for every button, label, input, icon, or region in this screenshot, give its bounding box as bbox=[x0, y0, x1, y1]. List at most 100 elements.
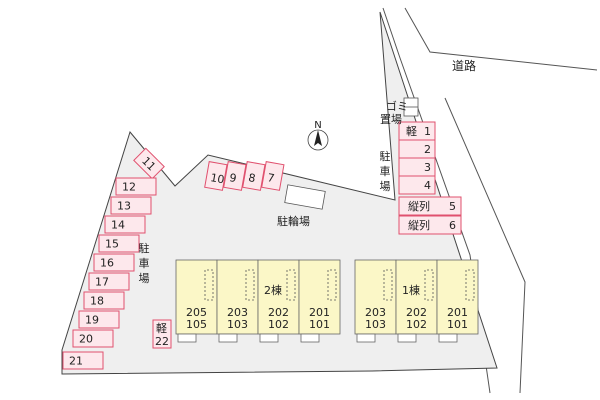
room-number-lower: 101 bbox=[447, 318, 468, 331]
unit-porch bbox=[259, 333, 279, 343]
building-name: 1棟 bbox=[402, 283, 420, 297]
unit-stair bbox=[204, 269, 214, 301]
parking-slot-number: 9 bbox=[228, 171, 237, 185]
parking-left-text: 駐車場 bbox=[139, 241, 150, 285]
parking-slot-16-box bbox=[93, 253, 135, 272]
compass-north-label: N bbox=[314, 120, 321, 131]
garbage-label-line2: 置場 bbox=[380, 113, 402, 126]
parking-slot-15-number: 15 bbox=[105, 238, 119, 251]
parking-right-text-char: 車 bbox=[380, 164, 391, 178]
unit-body bbox=[257, 259, 300, 335]
parking-slot-box bbox=[223, 161, 247, 191]
parking-slot-19-box bbox=[78, 310, 120, 329]
parking-slot-13-number: 13 bbox=[117, 200, 131, 213]
parking-slot-12: 12 bbox=[115, 177, 157, 196]
unit-porch bbox=[300, 333, 320, 343]
parking-right-text-char: 駐 bbox=[380, 149, 391, 163]
parking-slot-8: 8 bbox=[242, 161, 266, 191]
parking-slot-number: 7 bbox=[266, 171, 275, 185]
room-number-lower: 102 bbox=[268, 318, 289, 331]
unit-porch bbox=[438, 333, 458, 343]
room-number-lower: 102 bbox=[406, 318, 427, 331]
parking-slot-box bbox=[398, 175, 436, 195]
room-number-lower: 105 bbox=[186, 318, 207, 331]
parking-slot-number: 22 bbox=[155, 335, 169, 348]
bicycle-parking-label: 駐輪場 bbox=[277, 214, 310, 228]
room-number-lower: 103 bbox=[365, 318, 386, 331]
parking-left-text-char: 場 bbox=[139, 272, 150, 285]
parking-slot-18-number: 18 bbox=[90, 295, 104, 308]
parking-slot-box bbox=[261, 161, 285, 191]
parking-slot-11: 11 bbox=[133, 147, 165, 180]
parking-slot-12-number: 12 bbox=[122, 181, 136, 194]
parking-left-text-char: 駐 bbox=[139, 241, 150, 255]
bicycle-parking-area bbox=[284, 184, 326, 210]
parking-slot-16: 16 bbox=[93, 253, 135, 272]
parking-slot-2: 2 bbox=[398, 139, 436, 159]
road-label: 道路 bbox=[452, 58, 476, 73]
parking-slot-14-box bbox=[104, 215, 146, 234]
room-number-lower: 103 bbox=[227, 318, 248, 331]
unit-porch bbox=[397, 333, 417, 343]
parking-left-text-char: 車 bbox=[139, 256, 150, 270]
parking-slot-18-box bbox=[83, 291, 125, 310]
parking-slot-16-number: 16 bbox=[100, 257, 114, 270]
parking-slot-19: 19 bbox=[78, 310, 120, 329]
parking-slot-20-box bbox=[72, 329, 114, 348]
room-number-upper: 202 bbox=[268, 306, 289, 319]
road-edge-top bbox=[404, 7, 598, 71]
parking-slot-prefix: 縦列 bbox=[408, 199, 430, 213]
parking-slot-13-box bbox=[110, 196, 152, 215]
unit-body bbox=[175, 259, 218, 335]
unit-stair bbox=[245, 269, 255, 301]
parking-slot-19-number: 19 bbox=[85, 314, 99, 327]
parking-slot-18: 18 bbox=[83, 291, 125, 310]
parking-slot-number: 10 bbox=[209, 171, 225, 186]
parking-slot-box bbox=[398, 215, 462, 235]
unit-porch bbox=[218, 333, 238, 343]
parking-slot-10: 10 bbox=[204, 161, 228, 191]
parking-slot-14-number: 14 bbox=[111, 219, 125, 232]
parking-label-right: 駐車場 bbox=[380, 149, 391, 193]
unit-body bbox=[354, 259, 397, 335]
parking-slot-number: 4 bbox=[424, 179, 431, 192]
unit-body bbox=[298, 259, 341, 335]
building-name: 2棟 bbox=[264, 283, 282, 297]
parking-slot-17-number: 17 bbox=[95, 276, 109, 289]
parking-slot-11-box bbox=[133, 147, 165, 180]
parking-slot-22: 軽22 bbox=[152, 319, 172, 349]
parking-slot-number: 6 bbox=[449, 219, 456, 232]
room-number-upper: 201 bbox=[309, 306, 330, 319]
unit-body bbox=[436, 259, 479, 335]
parking-right-text: 駐車場 bbox=[380, 149, 391, 193]
compass-icon: N bbox=[307, 120, 329, 151]
parking-slot-number: 2 bbox=[424, 143, 431, 156]
parking-slot-15-box bbox=[98, 234, 140, 253]
parking-slot-17-box bbox=[88, 272, 130, 291]
unit-stair bbox=[424, 269, 434, 301]
road-edge-outer bbox=[444, 97, 526, 394]
parking-slot-number: 1 bbox=[424, 125, 431, 138]
parking-slot-15: 15 bbox=[98, 234, 140, 253]
parking-slot-12-box bbox=[115, 177, 157, 196]
unit-porch bbox=[177, 333, 197, 343]
garbage-label-line1: ゴミ bbox=[386, 99, 408, 113]
parking-slot-21: 21 bbox=[62, 351, 104, 370]
parking-slot-number: 3 bbox=[424, 161, 431, 174]
buildings: 2051052031032021022011012棟20310320210220… bbox=[175, 259, 479, 343]
parking-slot-13: 13 bbox=[110, 196, 152, 215]
parking-slot-box bbox=[242, 161, 266, 191]
parking-slot-20: 20 bbox=[72, 329, 114, 348]
parking-slot-prefix: 軽 bbox=[406, 125, 417, 138]
parking-slot-3: 3 bbox=[398, 157, 436, 177]
unit-stair bbox=[383, 269, 393, 301]
parking-right-text-char: 場 bbox=[380, 180, 391, 193]
parking-slot-21-box bbox=[62, 351, 104, 370]
parking-label-left: 駐車場 bbox=[139, 241, 150, 285]
